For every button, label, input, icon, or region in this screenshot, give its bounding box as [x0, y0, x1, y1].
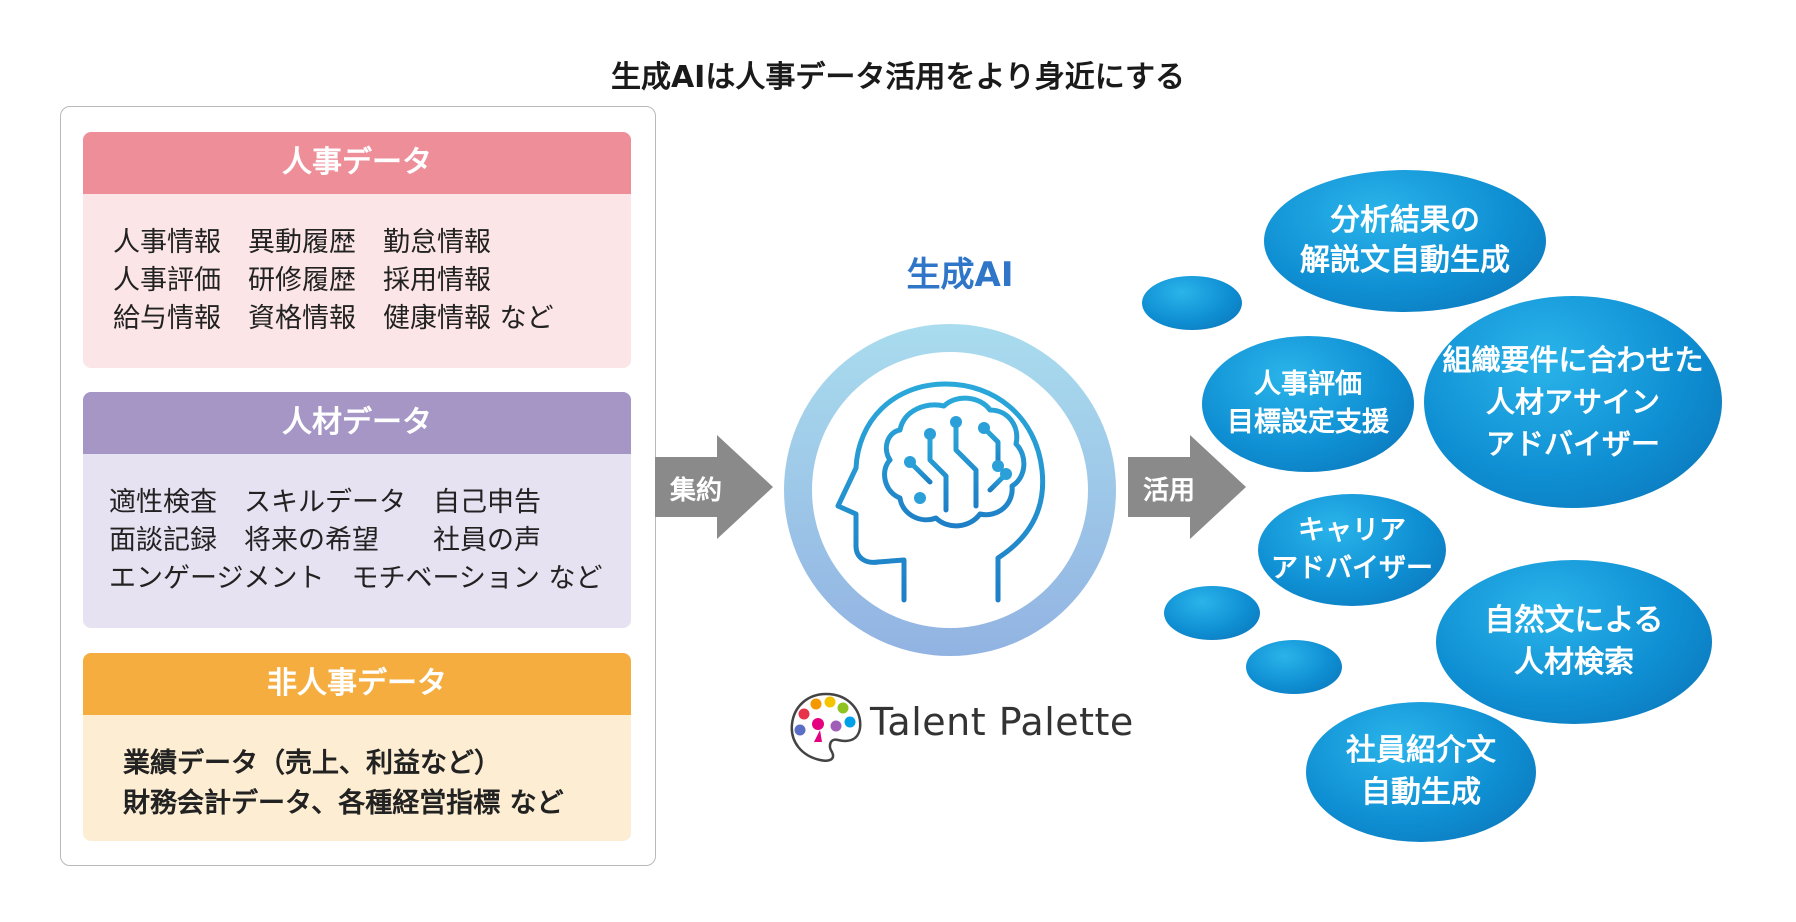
outcome-bubble-line: 人材検索 [1514, 645, 1634, 680]
outcome-bubble-evaluation-support: 人事評価 目標設定支援 [1202, 336, 1414, 472]
outcome-bubble-line: 人事評価 [1254, 369, 1362, 400]
talent-data-line: 適性検査 スキルデータ 自己申告 [109, 487, 541, 518]
aggregate-arrow [655, 435, 773, 539]
hr-data-line: 給与情報 資格情報 健康情報 など [113, 303, 554, 334]
hr-data-line: 人事評価 研修履歴 採用情報 [113, 265, 491, 296]
outcome-bubble-line: 解説文自動生成 [1300, 243, 1510, 278]
decorative-bubble [1142, 276, 1242, 330]
talent-palette-logo-text: Talent Palette [870, 700, 1134, 744]
outcome-bubble-line: 組織要件に合わせた [1442, 343, 1704, 377]
talent-data-body: 適性検査 スキルデータ 自己申告 面談記録 将来の希望 社員の声 エンゲージメン… [83, 454, 631, 628]
aggregate-arrow-label: 集約 [670, 476, 723, 506]
outcome-bubble-employee-introduction: 社員紹介文 自動生成 [1306, 702, 1536, 842]
outcome-bubble-line: 自動生成 [1361, 775, 1481, 810]
talent-data-line: エンゲージメント モチベーション など [109, 563, 603, 594]
outcome-bubble-line: キャリア [1298, 515, 1406, 546]
talent-data-card: 人材データ 適性検査 スキルデータ 自己申告 面談記録 将来の希望 社員の声 エ… [83, 392, 631, 628]
non-hr-data-line: 財務会計データ、各種経営指標 など [123, 788, 564, 819]
hr-data-card: 人事データ 人事情報 異動履歴 勤怠情報 人事評価 研修履歴 採用情報 給与情報… [83, 132, 631, 368]
talent-data-line: 面談記録 将来の希望 社員の声 [109, 525, 541, 556]
generative-ai-title: 生成AI [906, 255, 1014, 295]
outcome-bubble-assignment-advisor: 組織要件に合わせた 人材アサイン アドバイザー [1424, 296, 1722, 508]
non-hr-data-line: 業績データ（売上、利益など） [123, 748, 501, 779]
utilize-arrow-label: 活用 [1143, 476, 1196, 506]
hr-data-line: 人事情報 異動履歴 勤怠情報 [113, 227, 491, 258]
palette-icon [790, 692, 862, 762]
decorative-bubble [1246, 640, 1342, 694]
utilize-arrow [1128, 435, 1246, 539]
ai-brain-head-icon [784, 324, 1116, 656]
hr-data-body: 人事情報 異動履歴 勤怠情報 人事評価 研修履歴 採用情報 給与情報 資格情報 … [83, 194, 631, 368]
non-hr-data-body: 業績データ（売上、利益など） 財務会計データ、各種経営指標 など [83, 715, 631, 841]
outcome-bubble-line: 目標設定支援 [1227, 407, 1389, 438]
talent-data-header: 人材データ [83, 392, 631, 454]
outcome-bubble-analysis-explanation: 分析結果の 解説文自動生成 [1264, 170, 1546, 312]
decorative-bubble [1164, 586, 1260, 640]
outcome-bubble-line: 人材アサイン [1485, 385, 1660, 419]
outcome-bubble-line: 社員紹介文 [1346, 733, 1496, 768]
outcome-bubble-career-advisor: キャリア アドバイザー [1258, 494, 1446, 606]
outcome-bubble-line: アドバイザー [1271, 553, 1433, 584]
page-title: 生成AIは人事データ活用をより身近にする [610, 60, 1186, 95]
outcome-bubble-natural-language-search: 自然文による 人材検索 [1436, 560, 1712, 724]
outcome-bubble-line: 分析結果の [1330, 203, 1480, 238]
outcome-bubble-line: 自然文による [1484, 603, 1664, 638]
non-hr-data-header: 非人事データ [83, 653, 631, 715]
non-hr-data-card: 非人事データ 業績データ（売上、利益など） 財務会計データ、各種経営指標 など [83, 653, 631, 841]
hr-data-header: 人事データ [83, 132, 631, 194]
outcome-bubble-line: アドバイザー [1485, 427, 1660, 461]
